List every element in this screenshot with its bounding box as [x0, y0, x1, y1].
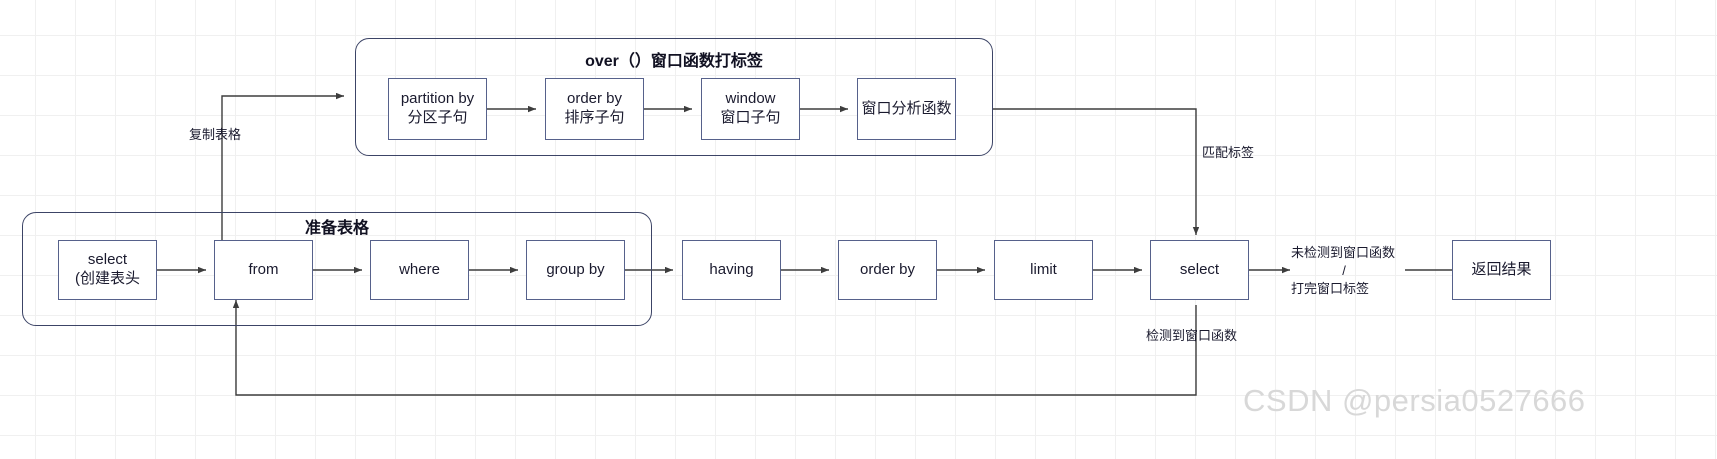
- node-return-result-label: 返回结果: [1471, 260, 1532, 278]
- over-group-container: [355, 38, 993, 156]
- node-where-label: where: [399, 260, 440, 278]
- node-from[interactable]: from: [214, 240, 313, 300]
- node-order-by-clause-line2: 排序子句: [564, 109, 625, 126]
- node-partition-by-line2: 分区子句: [407, 109, 468, 126]
- node-window-clause[interactable]: window 窗口子句: [701, 78, 800, 140]
- prepare-group-title: 准备表格: [304, 220, 369, 237]
- prepare-group-container: [22, 212, 652, 326]
- edge-label-window-function-detected: 检测到窗口函数: [1146, 328, 1238, 343]
- watermark: CSDN @persia0527666: [1243, 383, 1586, 418]
- node-select-create-header[interactable]: select (创建表头: [58, 240, 157, 300]
- node-order-by-label: order by: [859, 260, 916, 278]
- node-having-label: having: [709, 260, 754, 278]
- node-return-result[interactable]: 返回结果: [1452, 240, 1551, 300]
- node-window-clause-line2: 窗口子句: [720, 109, 781, 126]
- node-where[interactable]: where: [370, 240, 469, 300]
- node-group-by-label: group by: [546, 260, 605, 278]
- node-limit-label: limit: [1030, 260, 1057, 278]
- node-select-create-header-line2: (创建表头: [75, 270, 140, 287]
- node-order-by[interactable]: order by: [838, 240, 937, 300]
- node-having[interactable]: having: [682, 240, 781, 300]
- edge-label-copy-table: 复制表格: [189, 127, 242, 142]
- node-window-clause-line1: window: [725, 90, 776, 108]
- node-limit[interactable]: limit: [994, 240, 1093, 300]
- edge-label-match-tag: 匹配标签: [1202, 145, 1255, 160]
- edge-label-no-window-function-slash: /: [1342, 263, 1346, 278]
- over-group-title: over（）窗口函数打标签: [585, 53, 763, 70]
- node-select-final[interactable]: select: [1150, 240, 1249, 300]
- node-partition-by[interactable]: partition by 分区子句: [388, 78, 487, 140]
- edge-label-no-window-function-line1: 未检测到窗口函数: [1291, 245, 1396, 260]
- edge-match-tag-return: [993, 108, 1200, 235]
- node-from-label: from: [248, 260, 279, 278]
- edge-label-no-window-function-line2: 打完窗口标签: [1291, 281, 1370, 296]
- node-order-by-clause[interactable]: order by 排序子句: [545, 78, 644, 140]
- node-select-final-label: select: [1179, 260, 1220, 278]
- node-order-by-clause-line1: order by: [566, 90, 623, 108]
- node-group-by[interactable]: group by: [526, 240, 625, 300]
- node-select-create-header-line1: select: [87, 251, 128, 269]
- node-window-analysis-function-label: 窗口分析函数: [861, 99, 952, 117]
- node-partition-by-line1: partition by: [400, 90, 475, 108]
- node-window-analysis-function[interactable]: 窗口分析函数: [857, 78, 956, 140]
